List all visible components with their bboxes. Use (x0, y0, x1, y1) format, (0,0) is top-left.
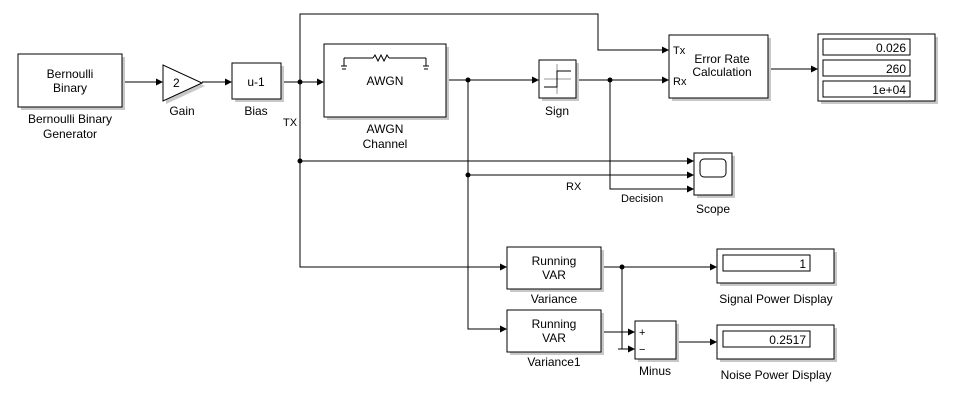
scope-caption: Scope (696, 202, 730, 216)
noise-power-value: 0.2517 (769, 333, 806, 347)
variance-block[interactable]: Running VAR (506, 246, 604, 292)
bernoulli-caption-line1: Bernoulli Binary (28, 112, 112, 126)
port-tx: Tx (673, 45, 686, 57)
symbol-count-value: 1e+04 (872, 83, 906, 97)
sign-step-icon (544, 64, 571, 94)
minus-plus-port: + (639, 327, 645, 339)
scope-block[interactable] (693, 152, 735, 198)
awgn-channel-block[interactable]: AWGN (323, 43, 449, 120)
variance1-block[interactable]: Running VAR (506, 309, 604, 355)
signal-label-rx: RX (566, 181, 582, 193)
signal-label-tx: TX (283, 117, 298, 129)
minus-caption: Minus (639, 364, 671, 378)
branch-points (297, 77, 625, 270)
gain-value: 2 (173, 76, 180, 90)
sign-block[interactable] (538, 59, 579, 101)
error-rate-line1: Error Rate (694, 52, 750, 66)
variance1-caption: Variance1 (527, 355, 580, 369)
bernoulli-line1: Bernoulli (47, 67, 94, 81)
signal-power-value: 1 (799, 257, 806, 271)
variance-line2: VAR (542, 268, 566, 282)
scope-screen-icon (699, 158, 727, 178)
error-rate-display-block[interactable]: 0.026 260 1e+04 (817, 33, 938, 104)
minus-block[interactable]: + − (634, 320, 679, 362)
bernoulli-binary-generator-block[interactable]: Bernoulli Binary (17, 53, 125, 110)
minus-minus-port: − (639, 344, 645, 356)
error-rate-line2: Calculation (692, 65, 751, 79)
error-count-value: 260 (886, 62, 906, 76)
signal-power-caption: Signal Power Display (719, 292, 832, 306)
bernoulli-caption-line2: Generator (43, 127, 97, 141)
awgn-label: AWGN (367, 74, 404, 88)
awgn-caption-line2: Channel (363, 137, 408, 151)
noise-power-display-block[interactable]: 0.2517 (716, 324, 837, 362)
gain-block[interactable]: 2 (162, 64, 205, 104)
bias-expression: u-1 (247, 75, 265, 89)
signal-label-decision: Decision (621, 193, 663, 205)
variance1-line1: Running (532, 317, 577, 331)
noise-power-caption: Noise Power Display (721, 368, 832, 382)
variance-caption: Variance (531, 292, 578, 306)
awgn-caption-line1: AWGN (367, 122, 404, 136)
sign-caption: Sign (545, 104, 569, 118)
signal-lines (122, 13, 818, 353)
ber-value: 0.026 (876, 41, 906, 55)
bias-caption: Bias (244, 104, 267, 118)
gain-caption: Gain (169, 104, 194, 118)
bernoulli-line2: Binary (53, 81, 87, 95)
variance1-line2: VAR (542, 331, 566, 345)
awgn-resistor-icon (341, 53, 429, 70)
error-rate-calculation-block[interactable]: Tx Rx Error Rate Calculation (668, 34, 771, 101)
variance-line1: Running (532, 254, 577, 268)
signal-power-display-block[interactable]: 1 (716, 248, 837, 286)
bias-block[interactable]: u-1 (231, 62, 284, 102)
port-rx: Rx (673, 76, 687, 88)
